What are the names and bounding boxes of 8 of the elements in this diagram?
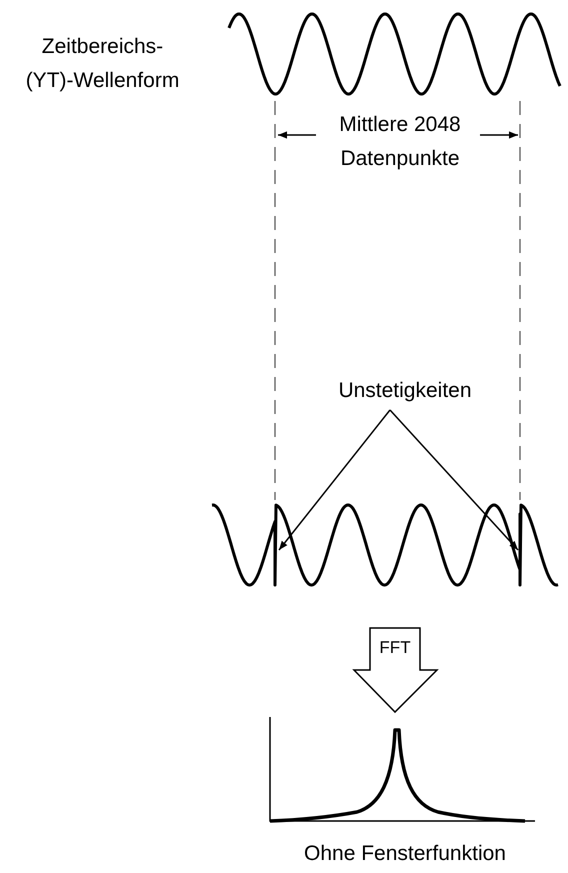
callout-text: Unstetigkeiten (330, 374, 480, 408)
block-arrow-label: FFT (378, 637, 412, 659)
spectrum-caption: Ohne Fensterfunktion (303, 841, 507, 867)
dimension-label: Mittlere 2048 Datenpunkte (338, 112, 462, 172)
leader-line (389, 410, 519, 550)
waveform-label: Zeitbereichs- (YT)-Wellenform (24, 34, 180, 94)
leader-line (278, 410, 391, 550)
discontinuous-waveform-drawing (210, 504, 559, 586)
